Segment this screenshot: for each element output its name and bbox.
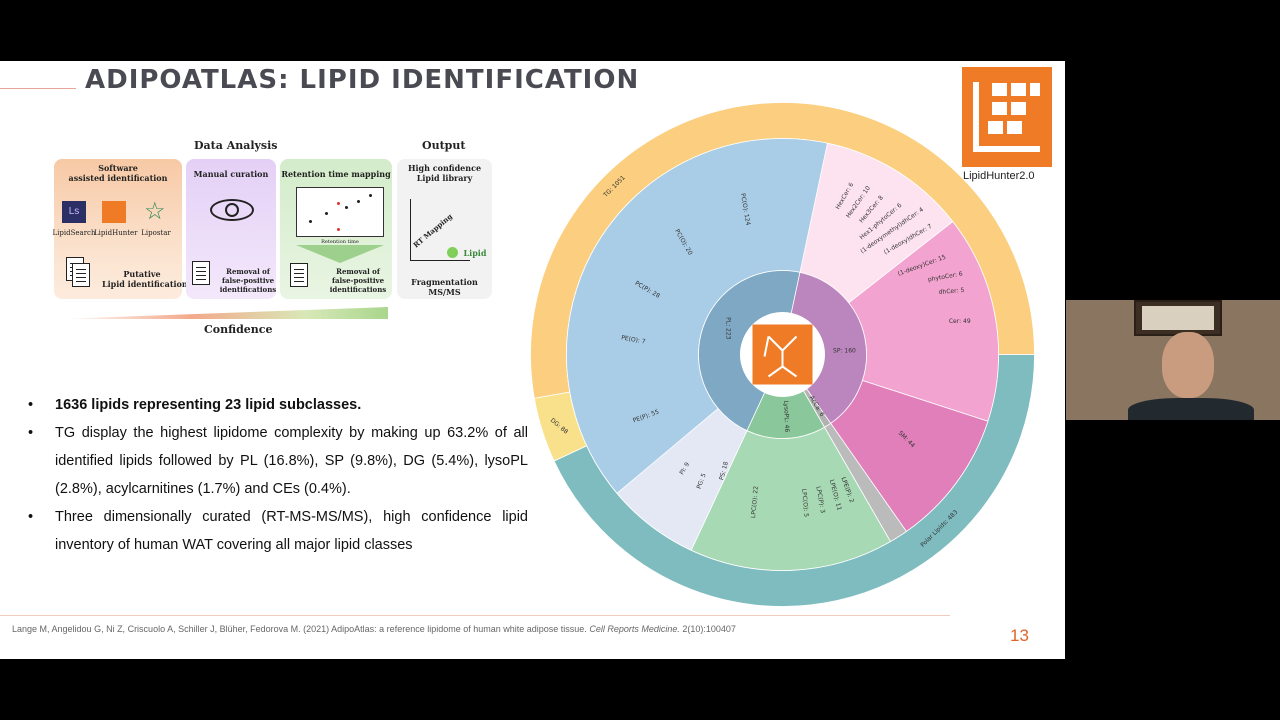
- citation-rule: [0, 615, 950, 616]
- wall-picture: [1134, 300, 1222, 336]
- sunburst-rings: [530, 102, 1035, 607]
- eye-icon: [210, 199, 254, 221]
- molecule-bond: [781, 335, 798, 352]
- molecule-bond: [763, 336, 770, 357]
- bullet-1: 1636 lipids representing 23 lipid subcla…: [28, 391, 528, 419]
- bullet-2: TG display the highest lipidome complexi…: [28, 419, 528, 503]
- title-rule: [0, 88, 76, 89]
- high-conf-label: High confidence Lipid library: [407, 163, 482, 183]
- tool-1-label: LipidSearch: [52, 229, 96, 237]
- output-axes: [410, 199, 470, 261]
- output-box: [397, 159, 492, 299]
- molecule-bond: [767, 335, 784, 352]
- lipidhunter-logo: [962, 67, 1052, 167]
- fragmentation-label: Fragmentation MS/MS: [411, 277, 478, 297]
- lipidsearch-icon: Ls: [62, 201, 86, 223]
- data-analysis-heading: Data Analysis: [194, 139, 278, 152]
- slide: ADIPOATLAS: LIPID IDENTIFICATION Data An…: [0, 61, 1065, 659]
- sunburst-label-lysopl: LysoPL: 46: [782, 400, 790, 432]
- logo-label: LipidHunter2.0: [963, 170, 1035, 182]
- page-number: 13: [1010, 626, 1029, 645]
- confidence-label: Confidence: [204, 323, 273, 336]
- output-heading: Output: [422, 139, 466, 152]
- slide-title: ADIPOATLAS: LIPID IDENTIFICATION: [85, 65, 640, 95]
- sunburst-label-ps: PS: 18: [718, 461, 730, 481]
- software-title: Software assisted identification: [68, 163, 168, 183]
- speaker-head: [1162, 332, 1214, 398]
- speaker-body: [1128, 398, 1254, 420]
- document-icon: [290, 263, 308, 287]
- sunburst-label-lpc1: LPC(O): 22: [750, 486, 760, 519]
- bullet-3: Three dimensionally curated (RT-MS-MS/MS…: [28, 503, 528, 559]
- webcam-video: [1066, 300, 1280, 420]
- putative-label: Putative Lipid identifications: [102, 269, 193, 289]
- rt-mapping-title: Retention time mapping: [281, 169, 391, 179]
- removal-label-2: Removal of false-positive identification…: [329, 267, 387, 294]
- rt-plot: [296, 187, 384, 237]
- sunburst-label-lpc2: LPC(O): 5: [800, 489, 809, 518]
- document-icon: [72, 263, 90, 287]
- tool-3-label: Lipostar: [141, 229, 171, 237]
- rt-axis-x: Retention time: [321, 239, 359, 245]
- arrow-down-icon: [296, 245, 384, 263]
- lipid-dot: [447, 247, 458, 258]
- logo-icon: [973, 82, 1040, 152]
- manual-curation-title: Manual curation: [193, 169, 269, 179]
- sunburst-label-cer: Cer: 49: [949, 318, 971, 325]
- sunburst-label-sp: SP: 160: [833, 347, 856, 354]
- citation: Lange M, Angelidou G, Ni Z, Criscuolo A,…: [12, 624, 736, 634]
- sunburst-label-dhcer: dhCer: 5: [938, 287, 964, 296]
- lipidhunter-icon: [102, 201, 126, 223]
- sunburst-label-pe3: PE(O): 7: [621, 334, 647, 345]
- lipid-label: Lipid: [463, 248, 487, 258]
- confidence-bar: [60, 307, 388, 319]
- bullet-list: 1636 lipids representing 23 lipid subcla…: [28, 391, 528, 559]
- removal-label-1: Removal of false-positive identification…: [219, 267, 277, 294]
- workflow-figure: Data Analysis Output Software assisted i…: [52, 137, 497, 342]
- tool-2-label: LipidHunter: [94, 229, 138, 237]
- sunburst-label-pl: PL: 223: [724, 317, 731, 340]
- lipostar-icon: ☆: [144, 197, 166, 225]
- document-icon: [192, 261, 210, 285]
- sunburst-label-lpc3: LPC(P): 3: [814, 486, 826, 514]
- molecule-bond: [781, 365, 798, 378]
- molecule-bond: [767, 365, 784, 378]
